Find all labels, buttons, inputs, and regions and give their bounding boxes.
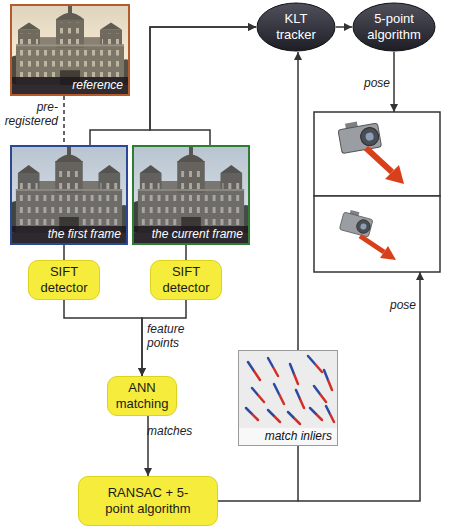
- node-text: the current frame: [134, 226, 248, 243]
- pose-box: [314, 196, 440, 272]
- node-text: RANSAC + 5-point algorithm: [99, 485, 197, 516]
- node-text: the first frame: [12, 226, 126, 243]
- pose-arrow: [360, 236, 396, 260]
- output-label: pose: [354, 76, 390, 90]
- pose-line: [298, 272, 420, 501]
- node-text: ANN matching: [114, 380, 170, 411]
- node-text: reference: [12, 77, 128, 94]
- edge-label: matches: [147, 424, 207, 438]
- reference-image: reference: [10, 4, 130, 96]
- node-text: KLT tracker: [270, 11, 322, 42]
- camera-icon: [337, 118, 381, 154]
- connector: [218, 446, 298, 501]
- frame-image: the current frame: [132, 145, 250, 245]
- connector: [185, 245, 187, 260]
- current-frame-photo: [128, 145, 254, 245]
- connector: [297, 52, 299, 350]
- inliers-image: match inliers: [238, 350, 338, 446]
- connector: [336, 26, 352, 28]
- connector: [63, 245, 65, 260]
- camera-icon: [339, 208, 374, 237]
- edge-label: pre-registered: [2, 100, 58, 128]
- connector: [150, 27, 256, 145]
- connector: [63, 96, 65, 145]
- process-box: ANN matching: [107, 376, 177, 416]
- pose-line: [393, 52, 395, 112]
- process-box: RANSAC + 5-point algorithm: [78, 476, 218, 526]
- inliers-picture: [238, 350, 338, 446]
- first-frame-photo: [6, 145, 132, 245]
- node-text: SIFT detector: [35, 264, 93, 295]
- process-ellipse: KLT tracker: [256, 2, 336, 52]
- output-label: pose: [382, 298, 416, 312]
- process-ellipse: 5-point algorithm: [352, 2, 436, 52]
- node-text: 5-point algorithm: [366, 11, 422, 42]
- reference-photo: [6, 4, 134, 96]
- node-text: match inliers: [239, 428, 337, 445]
- process-box: SIFT detector: [150, 260, 222, 300]
- node-text: SIFT detector: [157, 264, 215, 295]
- pose-arrow: [366, 148, 404, 184]
- pose-box: [314, 112, 440, 196]
- frame-image: the first frame: [10, 145, 128, 245]
- edge-label: feature points: [147, 322, 197, 350]
- process-box: SIFT detector: [28, 260, 100, 300]
- connector: [64, 300, 142, 376]
